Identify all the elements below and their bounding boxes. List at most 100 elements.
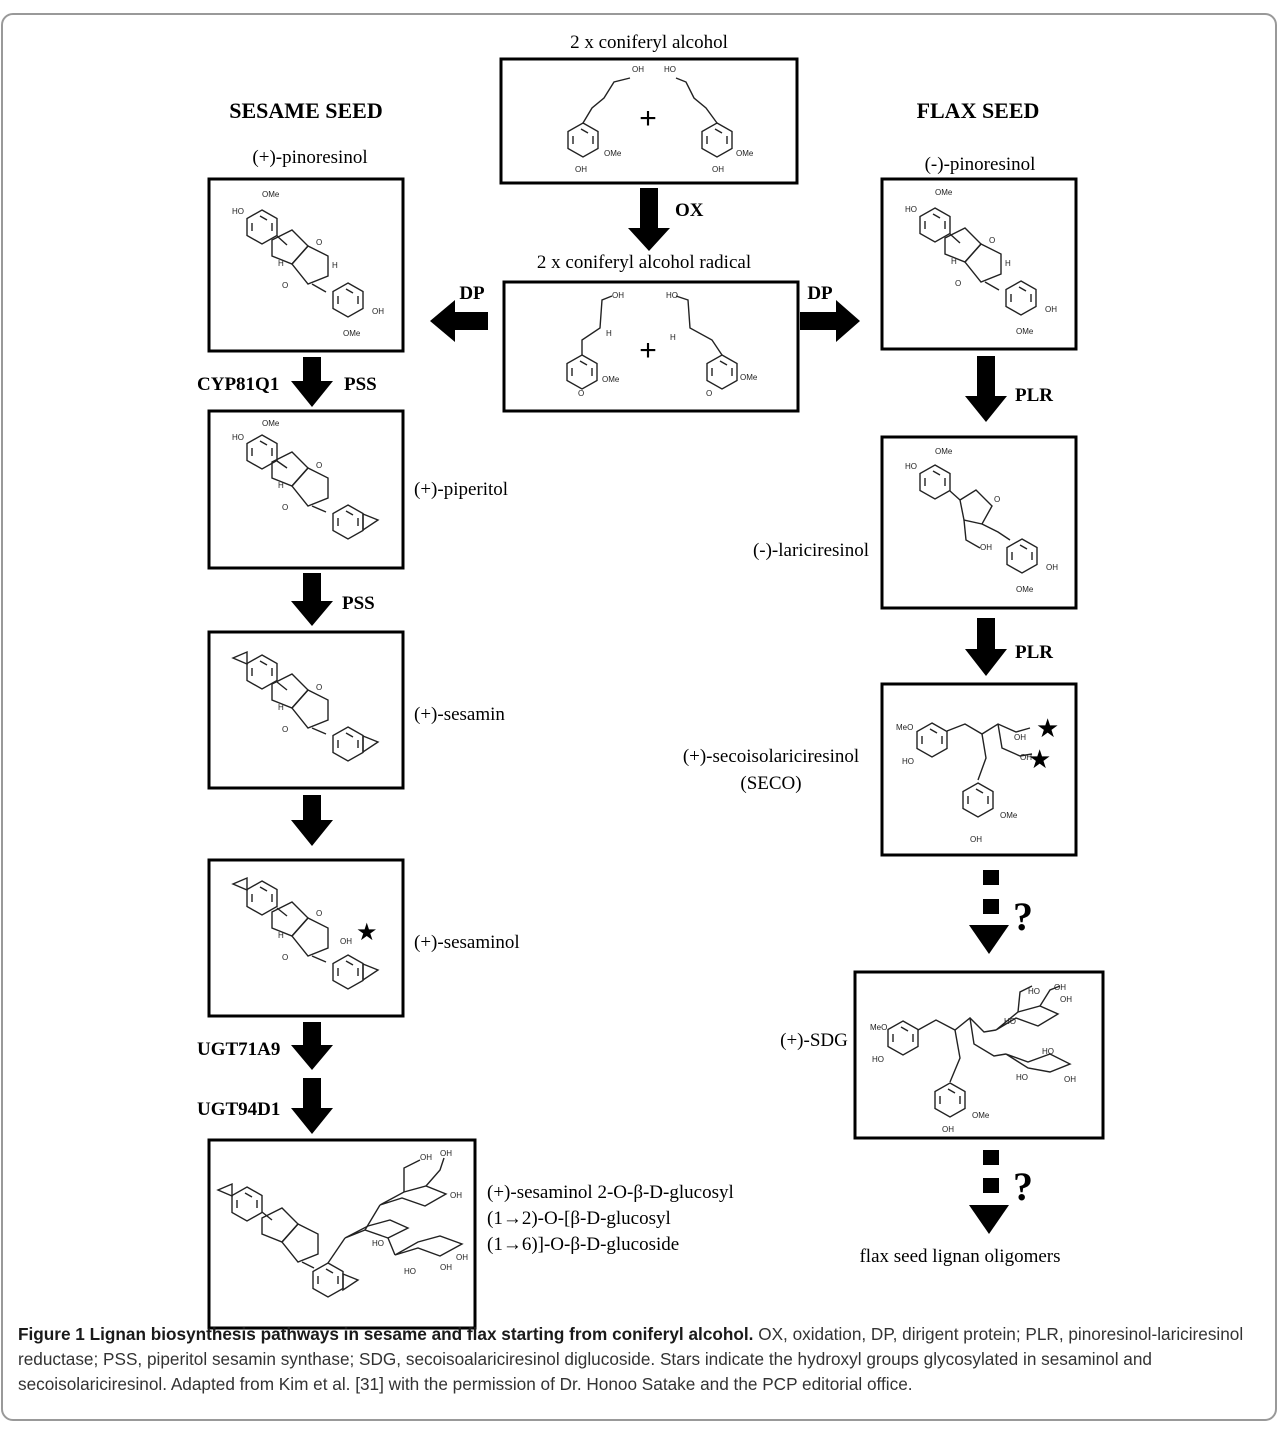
sdg-box: HO OH OH HO HO HO OH MeO HO OMe OH — [853, 970, 1105, 1140]
pss-label-2: PSS — [342, 593, 375, 614]
dp-right-arrow — [800, 300, 860, 342]
svg-text:OMe: OMe — [972, 1111, 990, 1120]
svg-text:O: O — [282, 953, 288, 962]
svg-text:H: H — [278, 931, 284, 940]
sesamin-box: O O H — [207, 630, 405, 790]
plr-label-1: PLR — [1015, 385, 1053, 406]
unknown-step-arrow-1 — [969, 870, 1009, 954]
svg-text:H: H — [670, 333, 676, 342]
unknown-step-mark-1: ? — [1013, 894, 1033, 939]
svg-text:HO: HO — [1004, 1017, 1016, 1026]
coniferyl-alcohol-structure-right: HO OMe OH — [664, 65, 754, 174]
pss-label-1: PSS — [344, 374, 377, 395]
svg-text:HO: HO — [872, 1055, 884, 1064]
ox-arrow — [628, 188, 670, 251]
svg-text:OH: OH — [942, 1125, 954, 1134]
plus-sign: + — [639, 102, 657, 135]
svg-text:OMe: OMe — [935, 188, 953, 197]
svg-text:OH: OH — [1020, 753, 1032, 762]
flax-header: FLAX SEED — [917, 98, 1040, 123]
sesaminol-glucoside-box: OH OH OH HO HO OH OH — [207, 1138, 477, 1330]
dp-left-label: DP — [459, 283, 485, 304]
svg-text:O: O — [316, 238, 322, 247]
svg-text:H: H — [278, 259, 284, 268]
svg-text:OH: OH — [340, 937, 352, 946]
svg-text:H: H — [278, 703, 284, 712]
svg-text:H: H — [1005, 259, 1011, 268]
piperitol-label: (+)-piperitol — [414, 479, 508, 500]
svg-text:MeO: MeO — [896, 723, 913, 732]
sesame-header: SESAME SEED — [229, 98, 382, 123]
sesaminol-glucoside-label-3: (1→6)]-O-β-D-glucoside — [487, 1234, 679, 1255]
plr-arrow-1 — [965, 356, 1007, 422]
ox-label: OX — [675, 200, 704, 221]
svg-text:OMe: OMe — [740, 373, 758, 382]
sesaminol-glucoside-label-1: (+)-sesaminol 2-O-β-D-glucosyl — [487, 1182, 734, 1203]
svg-text:MeO: MeO — [870, 1023, 887, 1032]
plus-sign-radical: + — [639, 334, 657, 367]
seco-abbrev-label: (SECO) — [740, 773, 801, 794]
svg-text:O: O — [316, 461, 322, 470]
seco-star-1: ★ — [1036, 713, 1059, 743]
svg-text:H: H — [278, 481, 284, 490]
svg-text:OH: OH — [372, 307, 384, 316]
svg-text:O: O — [994, 495, 1000, 504]
svg-text:O: O — [282, 725, 288, 734]
pinoresinol-minus-label: (-)-pinoresinol — [925, 154, 1036, 175]
svg-text:OMe: OMe — [604, 149, 622, 158]
sesamin-to-sesaminol-arrow — [291, 795, 333, 846]
caption-body: OX, oxidation, DP, dirigent protein; PLR… — [18, 1324, 1244, 1394]
unknown-step-mark-2: ? — [1013, 1164, 1033, 1209]
ugt94d1-label: UGT94D1 — [197, 1099, 280, 1120]
svg-text:OMe: OMe — [736, 149, 754, 158]
pinoresinol-plus-box: OMe HO O O H H OH OMe — [207, 177, 405, 353]
svg-text:OMe: OMe — [262, 190, 280, 199]
dp-right-label: DP — [807, 283, 833, 304]
svg-text:HO: HO — [372, 1239, 384, 1248]
svg-text:O: O — [282, 281, 288, 290]
unknown-step-arrow-2 — [969, 1150, 1009, 1234]
svg-text:OMe: OMe — [1016, 327, 1034, 336]
svg-text:HO: HO — [666, 291, 678, 300]
svg-text:H: H — [332, 261, 338, 270]
svg-text:HO: HO — [1042, 1047, 1054, 1056]
lariciresinol-label: (-)-lariciresinol — [753, 540, 869, 561]
secoisolariciresinol-box: MeO HO OH OH OMe OH — [880, 682, 1078, 857]
svg-text:HO: HO — [905, 205, 917, 214]
sdg-label: (+)-SDG — [780, 1030, 848, 1051]
caption-title: Figure 1 Lignan biosynthesis pathways in… — [18, 1324, 754, 1344]
svg-text:O: O — [955, 279, 961, 288]
cyp81q1-label: CYP81Q1 — [197, 374, 279, 395]
svg-text:OH: OH — [1014, 733, 1026, 742]
ugt94d1-arrow — [291, 1078, 333, 1134]
svg-text:OH: OH — [420, 1153, 432, 1162]
svg-text:OH: OH — [632, 65, 644, 74]
svg-text:HO: HO — [905, 462, 917, 471]
svg-text:OH: OH — [456, 1253, 468, 1262]
pinoresinol-minus-box: OMe HO O O H H OH OMe — [880, 177, 1078, 351]
svg-text:O: O — [578, 389, 584, 398]
svg-text:OH: OH — [612, 291, 624, 300]
svg-text:OH: OH — [450, 1191, 462, 1200]
coniferyl-alcohol-label: 2 x coniferyl alcohol — [570, 32, 728, 53]
secoisolariciresinol-label: (+)-secoisolariciresinol — [683, 746, 859, 767]
figure-frame — [1, 13, 1277, 1421]
cyp-pss-arrow — [291, 357, 333, 407]
svg-text:O: O — [316, 909, 322, 918]
coniferyl-radical-label: 2 x coniferyl alcohol radical — [537, 252, 751, 273]
svg-text:OH: OH — [970, 835, 982, 844]
coniferyl-alcohol-structure-left: OH OMe OH — [567, 65, 644, 174]
ugt71a9-label: UGT71A9 — [197, 1039, 280, 1060]
sesaminol-box: O OH O H — [207, 858, 405, 1018]
svg-text:HO: HO — [664, 65, 676, 74]
svg-text:HO: HO — [404, 1267, 416, 1276]
coniferyl-alcohol-box: OH OMe OH + HO OMe OH — [499, 57, 799, 185]
lignan-oligomers-label: flax seed lignan oligomers — [859, 1246, 1060, 1267]
svg-text:OMe: OMe — [343, 329, 361, 338]
sesamin-label: (+)-sesamin — [414, 704, 505, 725]
svg-text:OH: OH — [1054, 983, 1066, 992]
svg-text:OMe: OMe — [935, 447, 953, 456]
sesaminol-glucoside-label-2: (1→2)-O-[β-D-glucosyl — [487, 1208, 671, 1229]
svg-text:O: O — [282, 503, 288, 512]
